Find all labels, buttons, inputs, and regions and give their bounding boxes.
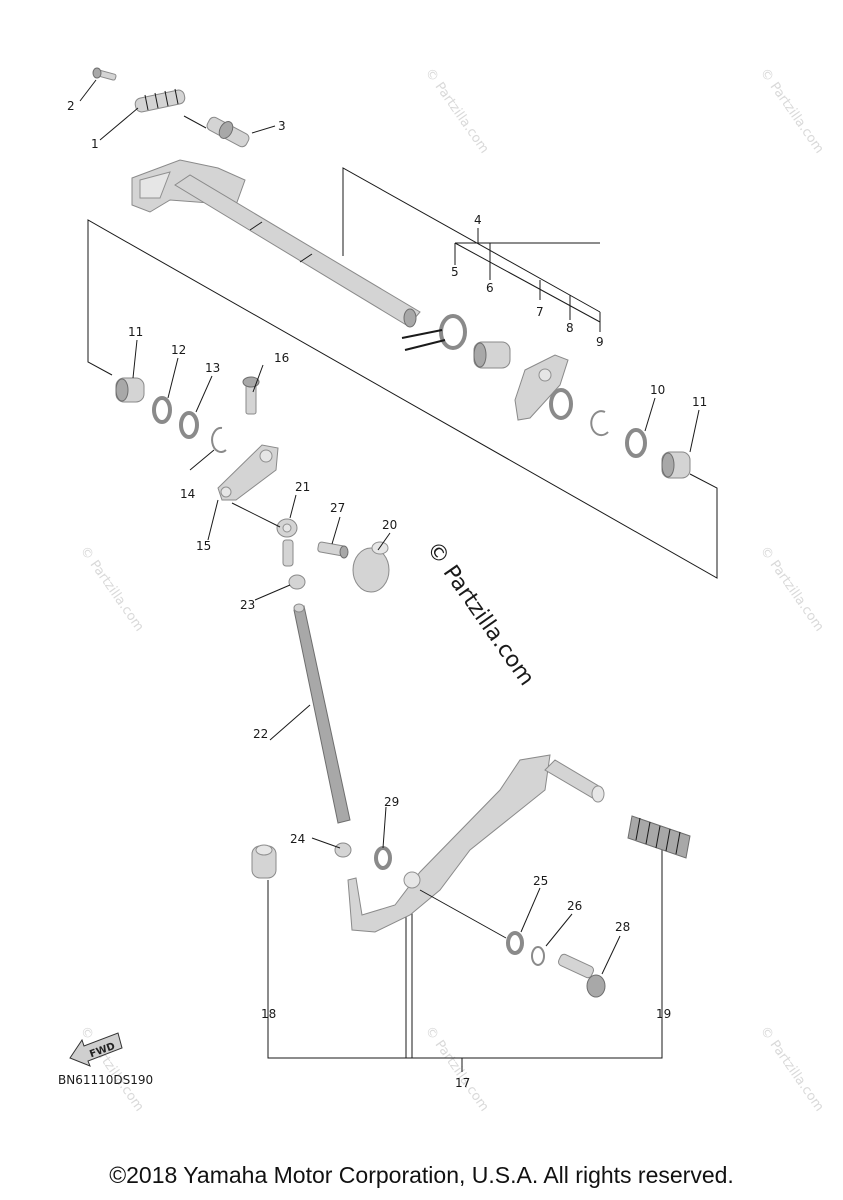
bracket-shaft-assembly [342,167,601,313]
part-13-washer [179,411,199,439]
watermark-small: © Partzilla.com [422,1024,492,1115]
callout-25: 25 [533,874,548,888]
part-shift-shaft [131,159,421,328]
watermark-small: © Partzilla.com [757,66,827,157]
part-12-seal [152,396,172,424]
callout-19: 19 [656,1007,671,1021]
part-6-collar [473,341,511,369]
callout-13: 13 [205,361,220,375]
callout-6: 6 [486,281,494,295]
group-brackets [87,167,718,1072]
part-3-pin [206,116,250,148]
callout-22: 22 [253,727,268,741]
callout-1: 1 [91,137,99,151]
callout-numbers: 1 2 3 4 5 6 7 8 9 10 11 11 12 13 14 15 1… [67,99,707,1090]
part-7-plate [514,354,569,421]
parts [92,67,691,998]
watermark-main: © Partzilla.com [421,537,539,690]
axis-line [231,502,281,528]
watermark-small: © Partzilla.com [422,66,492,157]
part-24-nut [334,842,352,858]
callout-8: 8 [566,321,574,335]
callout-23: 23 [240,598,255,612]
callout-27: 27 [330,501,345,515]
part-16-bolt [242,376,260,415]
fwd-arrow-icon: FWD [69,1032,123,1067]
bracket-17 [267,845,663,1059]
part-5-spring [401,314,467,351]
part-19-pedal-rubber [627,815,691,859]
watermark-small: © Partzilla.com [757,544,827,635]
callout-11-right: 11 [692,395,707,409]
callout-14: 14 [180,487,195,501]
part-23-nut [288,574,306,590]
part-26-washer [531,946,545,966]
callout-2: 2 [67,99,75,113]
part-28-bolt [557,953,606,998]
part-8-washer [549,388,573,420]
callout-5: 5 [451,265,459,279]
part-2-bolt [92,67,117,81]
part-29-washer [374,846,392,870]
callout-15: 15 [196,539,211,553]
part-22-shift-rod [293,603,351,824]
callout-11-left: 11 [128,325,143,339]
axis-line [183,115,207,129]
part-20-boot [352,541,390,593]
bracket-4-diag [454,242,601,323]
callout-21: 21 [295,480,310,494]
watermark-small: © Partzilla.com [757,1024,827,1115]
diagram-code: BN61110DS190 [58,1073,154,1087]
part-25-washer [506,931,524,955]
bracket-bearing-box [87,219,718,579]
part-21-nut [276,518,298,538]
part-11-bearing-left [115,377,145,403]
callout-17: 17 [455,1076,470,1090]
callout-10: 10 [650,383,665,397]
callout-12: 12 [171,343,186,357]
callout-7: 7 [536,305,544,319]
callout-9: 9 [596,335,604,349]
part-18-rod-end [251,844,277,879]
part-17-shift-pedal [347,754,605,933]
callout-leaders [79,79,700,975]
part-15-shift-arm [217,444,279,501]
callout-16: 16 [274,351,289,365]
watermark-small: © Partzilla.com [77,544,147,635]
callout-29: 29 [384,795,399,809]
callout-26: 26 [567,899,582,913]
callout-3: 3 [278,119,286,133]
part-9-circlip [590,410,609,437]
callout-18: 18 [261,1007,276,1021]
callout-28: 28 [615,920,630,934]
callout-4: 4 [474,213,482,227]
callout-24: 24 [290,832,305,846]
axis-line [419,889,507,939]
callout-20: 20 [382,518,397,532]
part-14-circlip [211,426,227,453]
copyright-notice: ©2018 Yamaha Motor Corporation, U.S.A. A… [109,1162,734,1188]
part-11-bearing-right [661,451,691,479]
part-1-spring [134,88,186,113]
part-10-washer [625,428,647,458]
part-stud [282,539,294,567]
part-27-bolt [317,541,349,559]
